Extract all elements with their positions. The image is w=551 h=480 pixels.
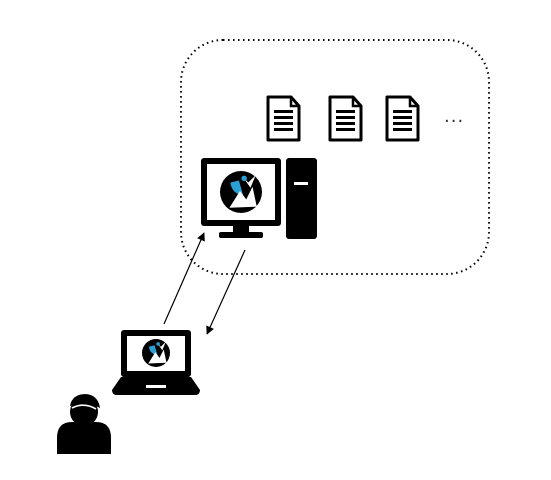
server-environment-boundary — [180, 39, 490, 275]
response-arrow — [206, 249, 246, 335]
document-icon — [328, 95, 363, 142]
document-icon — [385, 95, 420, 142]
more-documents-ellipsis: ... — [444, 106, 465, 127]
app-logo-icon — [220, 171, 262, 213]
request-arrow — [163, 232, 205, 325]
desktop-computer-icon — [201, 158, 317, 239]
document-icon — [266, 95, 301, 142]
app-logo-icon — [142, 339, 170, 367]
user-icon — [57, 394, 111, 454]
laptop-icon — [112, 330, 200, 395]
